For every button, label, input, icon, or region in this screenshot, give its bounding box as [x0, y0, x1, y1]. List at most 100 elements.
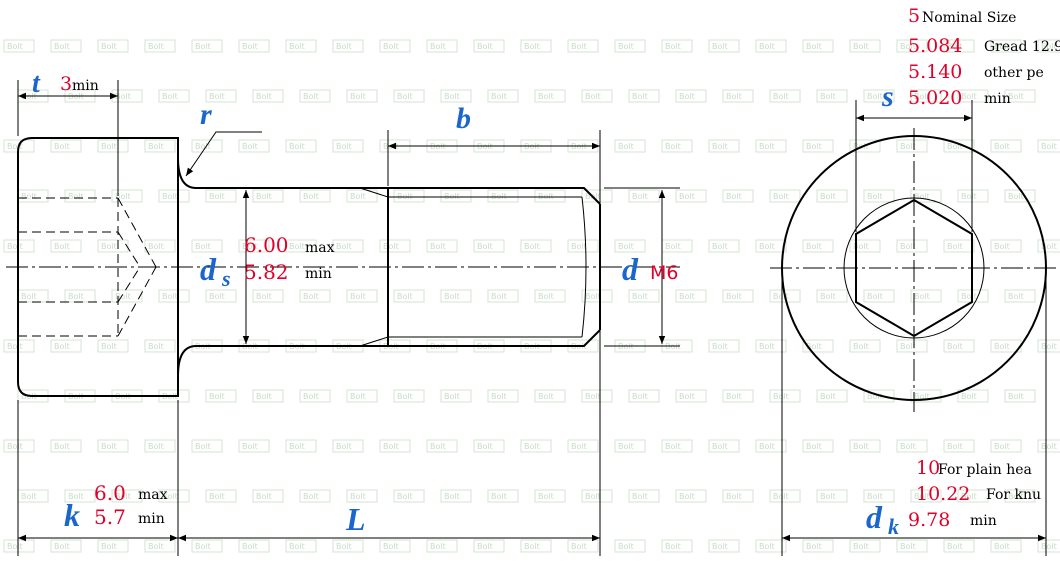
watermark-text: Bolt: [900, 442, 916, 451]
watermark-tile: [1004, 489, 1036, 503]
watermark-text: Bolt: [712, 42, 728, 51]
watermark-text: Bolt: [947, 42, 963, 51]
watermark-tile: [252, 289, 284, 303]
watermark-tile: [238, 239, 270, 253]
watermark-tile: [64, 489, 96, 503]
watermark-tile: [158, 89, 190, 103]
watermark-text: Bolt: [444, 92, 460, 101]
d-symbol: d: [622, 251, 639, 287]
watermark-tile: [708, 539, 740, 553]
watermark-text: Bolt: [679, 292, 695, 301]
watermark-text: Bolt: [867, 392, 883, 401]
watermark-tile: [708, 39, 740, 53]
watermark-text: Bolt: [54, 342, 70, 351]
watermark-text: Bolt: [336, 542, 352, 551]
watermark-tile: [849, 39, 881, 53]
watermark-text: Bolt: [867, 192, 883, 201]
watermark-text: Bolt: [759, 42, 775, 51]
watermark-text: Bolt: [524, 42, 540, 51]
dk-nominal-label: For plain hea: [938, 462, 1032, 478]
watermark-text: Bolt: [759, 242, 775, 251]
watermark-text: Bolt: [665, 242, 681, 251]
watermark-text: Bolt: [900, 42, 916, 51]
shank-bottom-edge: [177, 329, 601, 377]
L-symbol: L: [345, 501, 366, 537]
watermark-text: Bolt: [1008, 92, 1024, 101]
watermark-tile: [3, 439, 35, 453]
watermark-tile: [675, 389, 707, 403]
watermark-text: Bolt: [1041, 542, 1057, 551]
watermark-tile: [863, 189, 895, 203]
watermark-text: Bolt: [571, 242, 587, 251]
watermark-text: Bolt: [68, 492, 84, 501]
watermark-text: Bolt: [773, 492, 789, 501]
watermark-tile: [97, 139, 129, 153]
watermark-text: Bolt: [759, 542, 775, 551]
watermark-text: Bolt: [383, 242, 399, 251]
watermark-tile: [675, 289, 707, 303]
watermark-tile: [943, 39, 975, 53]
watermark-text: Bolt: [665, 442, 681, 451]
watermark-text: Bolt: [162, 192, 178, 201]
watermark-tile: [346, 289, 378, 303]
watermark-tile: [158, 489, 190, 503]
watermark-tile: [708, 439, 740, 453]
watermark-text: Bolt: [383, 542, 399, 551]
watermark-text: Bolt: [679, 392, 695, 401]
watermark-text: Bolt: [430, 42, 446, 51]
watermark-text: Bolt: [961, 192, 977, 201]
watermark-text: Bolt: [867, 292, 883, 301]
watermark-tile: [769, 89, 801, 103]
watermark-tile: [849, 139, 881, 153]
watermark-text: Bolt: [900, 342, 916, 351]
watermark-tile: [111, 489, 143, 503]
watermark-text: Bolt: [538, 92, 554, 101]
watermark-text: Bolt: [162, 92, 178, 101]
watermark-tile: [50, 39, 82, 53]
watermark-text: Bolt: [853, 242, 869, 251]
watermark-tile: [1004, 389, 1036, 403]
watermark-text: Bolt: [54, 42, 70, 51]
watermark-text: Bolt: [289, 142, 305, 151]
watermark-text: Bolt: [477, 242, 493, 251]
watermark-text: Bolt: [947, 542, 963, 551]
watermark-text: Bolt: [538, 292, 554, 301]
watermark-tile: [285, 39, 317, 53]
watermark-text: Bolt: [115, 292, 131, 301]
watermark-tile: [628, 489, 660, 503]
watermark-tile: [440, 489, 472, 503]
watermark-tile: [144, 439, 176, 453]
t-value: 3: [60, 73, 72, 95]
watermark-text: Bolt: [1008, 292, 1024, 301]
watermark-text: Bolt: [571, 42, 587, 51]
watermark-text: Bolt: [195, 42, 211, 51]
watermark-text: Bolt: [195, 142, 211, 151]
watermark-text: Bolt: [618, 42, 634, 51]
watermark-tile: [567, 39, 599, 53]
watermark-tile: [346, 189, 378, 203]
watermark-text: Bolt: [632, 292, 648, 301]
watermark-tile: [816, 489, 848, 503]
watermark-text: Bolt: [726, 392, 742, 401]
dk-max-label: For knu: [986, 487, 1041, 503]
s-min-label: min: [984, 91, 1011, 107]
watermark-tile: [863, 389, 895, 403]
watermark-tile: [849, 439, 881, 453]
watermark-tile: [816, 389, 848, 403]
watermark-tile: [346, 489, 378, 503]
watermark-tile: [285, 439, 317, 453]
watermark-tile: [990, 39, 1022, 53]
watermark-text: Bolt: [679, 492, 695, 501]
watermark-tile: [1037, 139, 1060, 153]
watermark-tile: [614, 439, 646, 453]
watermark-text: Bolt: [68, 292, 84, 301]
watermark-tile: [675, 189, 707, 203]
watermark-tile: [896, 39, 928, 53]
watermark-tile: [675, 89, 707, 103]
dk-symbol-sub: k: [888, 514, 899, 539]
watermark-tile: [896, 339, 928, 353]
watermark-text: Bolt: [242, 42, 258, 51]
watermark-tile: [191, 239, 223, 253]
watermark-tile: [802, 139, 834, 153]
